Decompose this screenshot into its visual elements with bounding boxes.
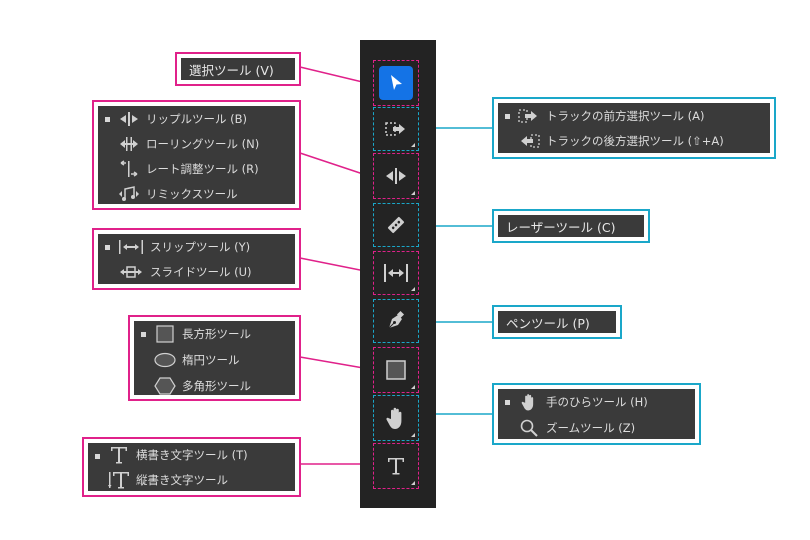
callout-hand-group: 手のひらツール (H) ズームツール (Z)	[492, 383, 701, 445]
menu-item-label: スリップツール (Y)	[150, 240, 251, 254]
menu-item-polygon[interactable]: 多角形ツール	[134, 374, 251, 398]
callout-shape-group: 長方形ツール 楕円ツール 多角形ツール	[128, 315, 301, 401]
active-tool-marker	[141, 332, 146, 337]
menu-item-label: トラックの前方選択ツール (A)	[546, 109, 705, 123]
submenu-indicator	[411, 385, 415, 389]
menu-item-label: スライドツール (U)	[150, 265, 252, 279]
menu-item-label: 縦書き文字ツール	[136, 473, 228, 487]
ripple-edit-icon	[374, 154, 418, 198]
submenu-indicator	[411, 287, 415, 291]
ripple-edit-icon	[118, 109, 140, 129]
slide-icon	[118, 262, 144, 282]
menu-item-hand[interactable]: 手のひらツール (H)	[498, 390, 648, 414]
razor-icon	[374, 204, 418, 246]
remix-icon	[118, 184, 140, 204]
menu-item-horizontal-type[interactable]: 横書き文字ツール (T)	[88, 443, 248, 467]
tool-slot-shape[interactable]	[373, 347, 419, 393]
menu-item-zoom[interactable]: ズームツール (Z)	[498, 416, 635, 440]
menu-item-label: 多角形ツール	[182, 379, 251, 393]
menu-item-rectangle[interactable]: 長方形ツール	[134, 322, 251, 346]
slip-icon	[118, 237, 144, 257]
horizontal-type-icon	[374, 444, 418, 488]
callout-selection: 選択ツール (V)	[175, 52, 301, 86]
tool-slot-slip[interactable]	[373, 251, 419, 295]
menu-item-slide[interactable]: スライドツール (U)	[98, 260, 252, 284]
rate-stretch-icon	[118, 159, 140, 179]
tool-slot-pen[interactable]	[373, 299, 419, 343]
menu-item-label: 手のひらツール (H)	[546, 395, 648, 409]
rectangle-icon	[374, 348, 418, 392]
zoom-icon	[518, 418, 540, 438]
polygon-icon	[154, 376, 176, 396]
tool-slot-ripple[interactable]	[373, 153, 419, 199]
menu-item-label: トラックの後方選択ツール (⇧+A)	[546, 134, 724, 148]
menu-item-label: リミックスツール	[146, 187, 238, 201]
menu-item-rolling[interactable]: ローリングツール (N)	[98, 132, 259, 156]
active-tool-marker	[95, 454, 100, 459]
menu-item-remix[interactable]: リミックスツール	[98, 182, 238, 206]
menu-item-slip[interactable]: スリップツール (Y)	[98, 235, 250, 259]
callout-track-select: トラックの前方選択ツール (A) トラックの後方選択ツール (⇧+A)	[492, 97, 776, 159]
menu-item-label: 長方形ツール	[182, 327, 251, 341]
callout-type-group: 横書き文字ツール (T) 縦書き文字ツール	[82, 437, 301, 497]
callout-slip-group: スリップツール (Y) スライドツール (U)	[92, 228, 301, 290]
menu-item-ripple[interactable]: リップルツール (B)	[98, 107, 247, 131]
submenu-indicator	[411, 143, 415, 147]
tool-slot-razor[interactable]	[373, 203, 419, 247]
horizontal-type-icon	[108, 445, 130, 465]
tool-slot-selection[interactable]	[373, 60, 419, 106]
menu-item-label: レート調整ツール (R)	[146, 162, 259, 176]
rolling-edit-icon	[118, 134, 140, 154]
menu-item-ellipse[interactable]: 楕円ツール	[134, 348, 240, 372]
hand-icon	[374, 396, 418, 440]
arrow-pointer-icon	[374, 61, 418, 105]
tool-slot-track-select[interactable]	[373, 107, 419, 151]
slip-icon	[374, 252, 418, 294]
submenu-indicator	[411, 481, 415, 485]
submenu-indicator	[411, 433, 415, 437]
razor-tool-label: レーザーツール (C)	[506, 219, 616, 235]
track-select-forward-icon	[518, 106, 540, 126]
active-tool-marker	[505, 400, 510, 405]
menu-item-label: ズームツール (Z)	[546, 421, 636, 435]
active-tool-marker	[505, 114, 510, 119]
menu-item-label: 楕円ツール	[182, 353, 240, 367]
callout-razor: レーザーツール (C)	[492, 209, 650, 243]
tool-slot-hand[interactable]	[373, 395, 419, 441]
selection-tool-label: 選択ツール (V)	[189, 62, 274, 78]
track-select-backward-icon	[518, 131, 540, 151]
callout-pen: ペンツール (P)	[492, 305, 622, 339]
tool-slot-type[interactable]	[373, 443, 419, 489]
vertical-type-icon	[108, 470, 130, 490]
callout-ripple-group: リップルツール (B) ローリングツール (N) レート調整ツール (R) リミ…	[92, 100, 301, 210]
menu-item-label: 横書き文字ツール (T)	[136, 448, 248, 462]
menu-item-label: ローリングツール (N)	[146, 137, 260, 151]
pen-tool-label: ペンツール (P)	[506, 315, 590, 331]
active-tool-marker	[105, 245, 110, 250]
active-tool-marker	[105, 117, 110, 122]
submenu-indicator	[411, 191, 415, 195]
ellipse-icon	[154, 350, 176, 370]
pen-icon	[374, 300, 418, 342]
menu-item-track-forward[interactable]: トラックの前方選択ツール (A)	[498, 104, 705, 128]
menu-item-rate-stretch[interactable]: レート調整ツール (R)	[98, 157, 259, 181]
track-select-forward-icon	[374, 108, 418, 150]
menu-item-label: リップルツール (B)	[146, 112, 248, 126]
menu-item-vertical-type[interactable]: 縦書き文字ツール	[88, 468, 228, 492]
rectangle-icon	[154, 324, 176, 344]
hand-icon	[518, 392, 540, 412]
menu-item-track-backward[interactable]: トラックの後方選択ツール (⇧+A)	[498, 129, 724, 153]
